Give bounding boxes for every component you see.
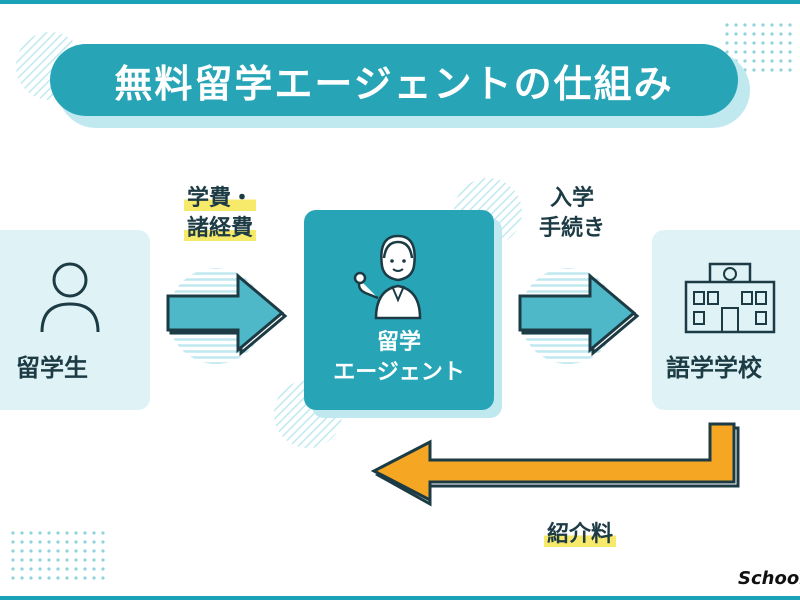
enrollment-label-line2: 手続き [538,216,605,241]
page-title: 無料留学エージェントの仕組み [114,61,674,106]
agent-label: 留学 エージェント [304,328,494,388]
commission-label-text: 紹介料 [543,522,616,547]
commission-arrow [370,422,740,507]
watermark-logo: School [738,568,800,589]
commission-label: 紹介料 [520,520,640,550]
fees-label-line2: 諸経費 [183,216,256,241]
title-banner-bar: 無料留学エージェントの仕組み [50,44,738,116]
enrollment-label: 入学 手続き [512,184,632,244]
agent-label-line2: エージェント [333,360,465,385]
student-label: 留学生 [16,354,88,382]
title-banner: 無料留学エージェントの仕組み [50,44,750,128]
agent-box: 留学 エージェント [304,210,494,410]
person-icon [40,262,100,333]
agent-woman-icon [353,234,422,320]
fees-arrow [166,272,288,357]
fees-label: 学費・ 諸経費 [160,184,280,244]
enrollment-label-line1: 入学 [549,186,594,211]
student-box: 留学生 [0,230,150,410]
fees-label-line1: 学費・ [183,186,256,211]
school-label: 語学学校 [666,354,762,382]
enrollment-arrow [518,272,640,357]
decorative-dots-bottom-left [10,530,110,580]
school-building-icon [684,262,776,334]
agent-label-line1: 留学 [376,330,421,355]
school-box: 語学学校 [652,230,800,410]
